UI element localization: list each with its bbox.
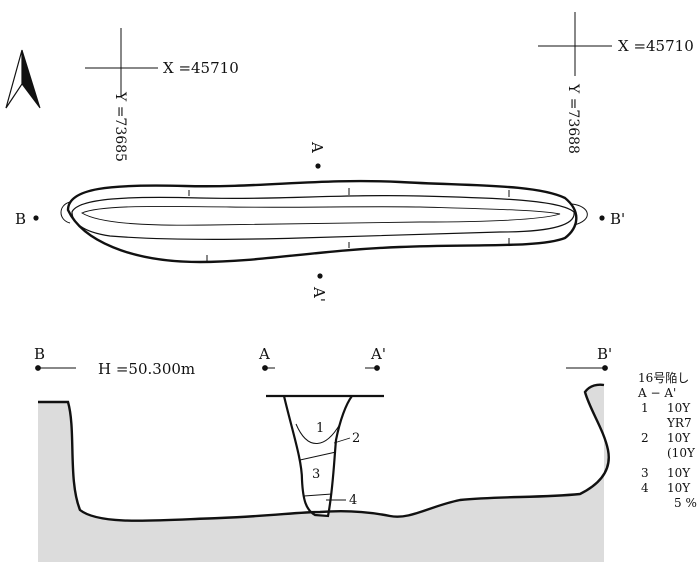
legend-title: 16号陥し xyxy=(638,371,689,385)
pit-plan xyxy=(60,179,588,264)
section-elevation-label: H =50.300m xyxy=(98,360,195,378)
grid-tick-right xyxy=(538,12,612,76)
pit-plan-outer-edge xyxy=(66,179,578,264)
plan-point-b xyxy=(33,215,39,221)
legend-text-2: 10Y xyxy=(667,431,691,445)
pit-plan-bprime-end xyxy=(571,203,588,226)
grid-x-label-left: X =45710 xyxy=(163,59,239,77)
grid-y-label-right: Y =73688 xyxy=(565,83,581,154)
plan-label-a-prime: A' xyxy=(310,286,328,302)
legend-cont-1: YR7 xyxy=(666,416,692,430)
legend-num-3: 3 xyxy=(641,466,649,480)
pit-plan-b-end xyxy=(60,201,71,224)
layer-label-3: 3 xyxy=(312,467,320,482)
soil-legend: 16号陥し A − A' 1 10Y YR7 2 10Y (10Y 3 10Y … xyxy=(637,371,697,510)
layer-label-1: 1 xyxy=(316,421,324,436)
section-markers xyxy=(35,365,608,371)
layer-leaders xyxy=(326,437,351,501)
section-layer-lines xyxy=(295,423,341,497)
pit-plan-inner-edge xyxy=(71,194,575,240)
north-arrow-icon xyxy=(5,49,41,109)
legend-cont-2: (10Y xyxy=(667,446,696,460)
plan-label-b: B xyxy=(15,210,26,228)
pit-plan-floor-edge xyxy=(81,205,561,226)
section-ground-fill xyxy=(38,384,609,562)
legend-text-1: 10Y xyxy=(667,401,691,415)
section-ground-outline xyxy=(38,383,610,522)
layer-label-4: 4 xyxy=(349,493,357,508)
layer-label-2: 2 xyxy=(352,431,360,446)
grid-y-label-left: Y =73685 xyxy=(112,91,128,162)
legend-num-4: 4 xyxy=(641,481,649,495)
legend-cont-4: 5 % xyxy=(674,496,697,510)
plan-point-a xyxy=(315,163,321,169)
plan-label-a: A xyxy=(308,141,326,153)
grid-x-label-right: X =45710 xyxy=(618,37,694,55)
legend-num-1: 1 xyxy=(641,401,649,415)
section-label-b-prime: B' xyxy=(597,345,612,363)
legend-subtitle: A − A' xyxy=(637,386,676,400)
plan-label-b-prime: B' xyxy=(610,210,625,228)
plan-point-b-prime xyxy=(599,215,605,221)
section-label-a-prime: A' xyxy=(370,345,386,363)
plan-point-a-prime xyxy=(317,273,323,279)
section-label-b: B xyxy=(34,345,45,363)
legend-num-2: 2 xyxy=(641,431,649,445)
section-pit-outline xyxy=(266,394,384,518)
grid-tick-left xyxy=(85,28,158,96)
legend-text-4: 10Y xyxy=(667,481,691,495)
legend-text-3: 10Y xyxy=(667,466,691,480)
section-label-a: A xyxy=(258,345,270,363)
